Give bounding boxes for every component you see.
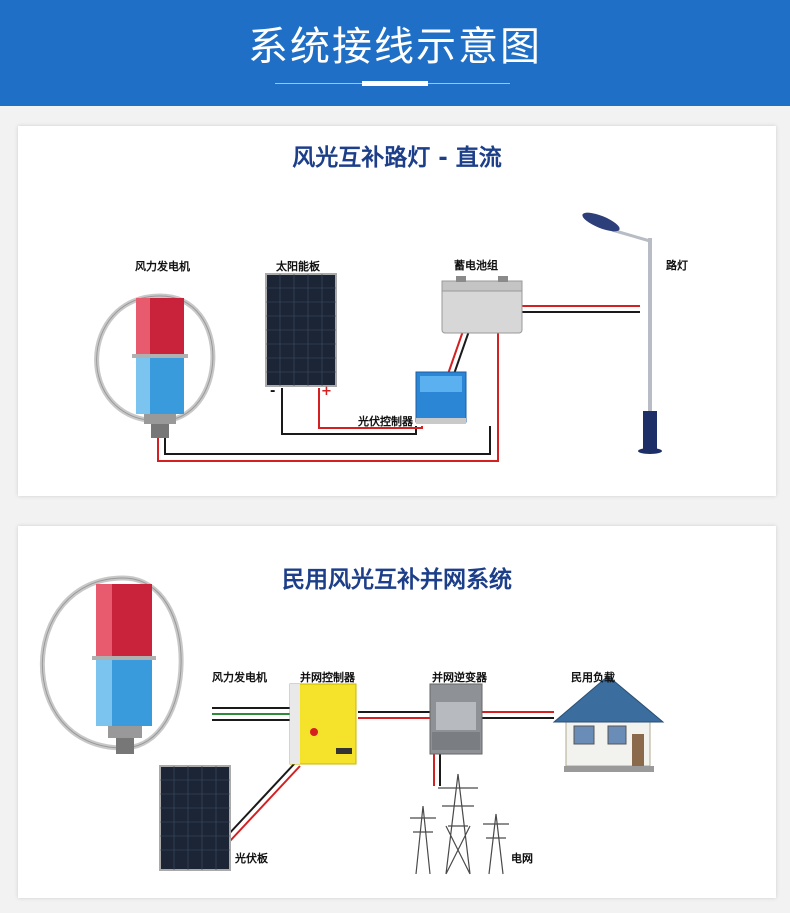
house-icon (552, 675, 665, 772)
grid-inverter-icon (429, 683, 483, 755)
label-wind-turbine: 风力发电机 (212, 671, 267, 684)
panel-grid-tie-system: 民用风光互补并网系统 (18, 526, 776, 898)
wire-ctrl-black (453, 330, 470, 375)
label-minus: - (270, 384, 276, 399)
panel2-diagram (39, 575, 665, 875)
label-battery: 蓄电池组 (454, 259, 498, 272)
wiring (212, 707, 554, 842)
wire-ctrl-red (447, 330, 464, 375)
panel-title: 风光互补路灯 - 直流 (292, 145, 502, 171)
page-title: 系统接线示意图 (248, 24, 542, 70)
label-controller: 光伏控制器 (358, 415, 413, 428)
label-pv-panel: 光伏板 (235, 852, 268, 865)
label-grid: 电网 (511, 852, 533, 865)
label-solar-panel: 太阳能板 (276, 260, 320, 273)
grid-pylon-icon (410, 773, 509, 875)
wire-turbine-red (157, 331, 499, 462)
wire-panel-red (318, 388, 423, 429)
pv-panel-icon (159, 765, 231, 871)
wire-turbine-black (164, 426, 491, 455)
panel-title: 民用风光互补并网系统 (282, 567, 512, 593)
label-grid-controller: 并网控制器 (300, 671, 355, 684)
battery-icon (441, 276, 523, 334)
grid-controller-icon (289, 683, 357, 765)
label-grid-inverter: 并网逆变器 (432, 671, 487, 684)
panel-street-lamp-dc: 风光互补路灯 - 直流 (18, 126, 776, 496)
label-plus: + (321, 384, 332, 399)
panel1-diagram (94, 212, 662, 462)
street-lamp-icon (582, 212, 662, 454)
wire-pv-red (229, 765, 301, 842)
header-banner: 系统接线示意图 (0, 0, 790, 106)
header-divider-accent (362, 81, 428, 86)
wire-pv-black (225, 761, 297, 838)
label-household-load: 民用负载 (571, 671, 615, 684)
label-wind-turbine: 风力发电机 (135, 260, 190, 273)
controller-icon (415, 371, 467, 424)
wiring (157, 305, 640, 462)
solar-panel-icon (265, 273, 337, 387)
wind-turbine-icon (94, 293, 216, 438)
wire-panel-black (281, 388, 417, 435)
label-street-lamp: 路灯 (666, 259, 688, 272)
wind-turbine-icon (39, 575, 184, 754)
